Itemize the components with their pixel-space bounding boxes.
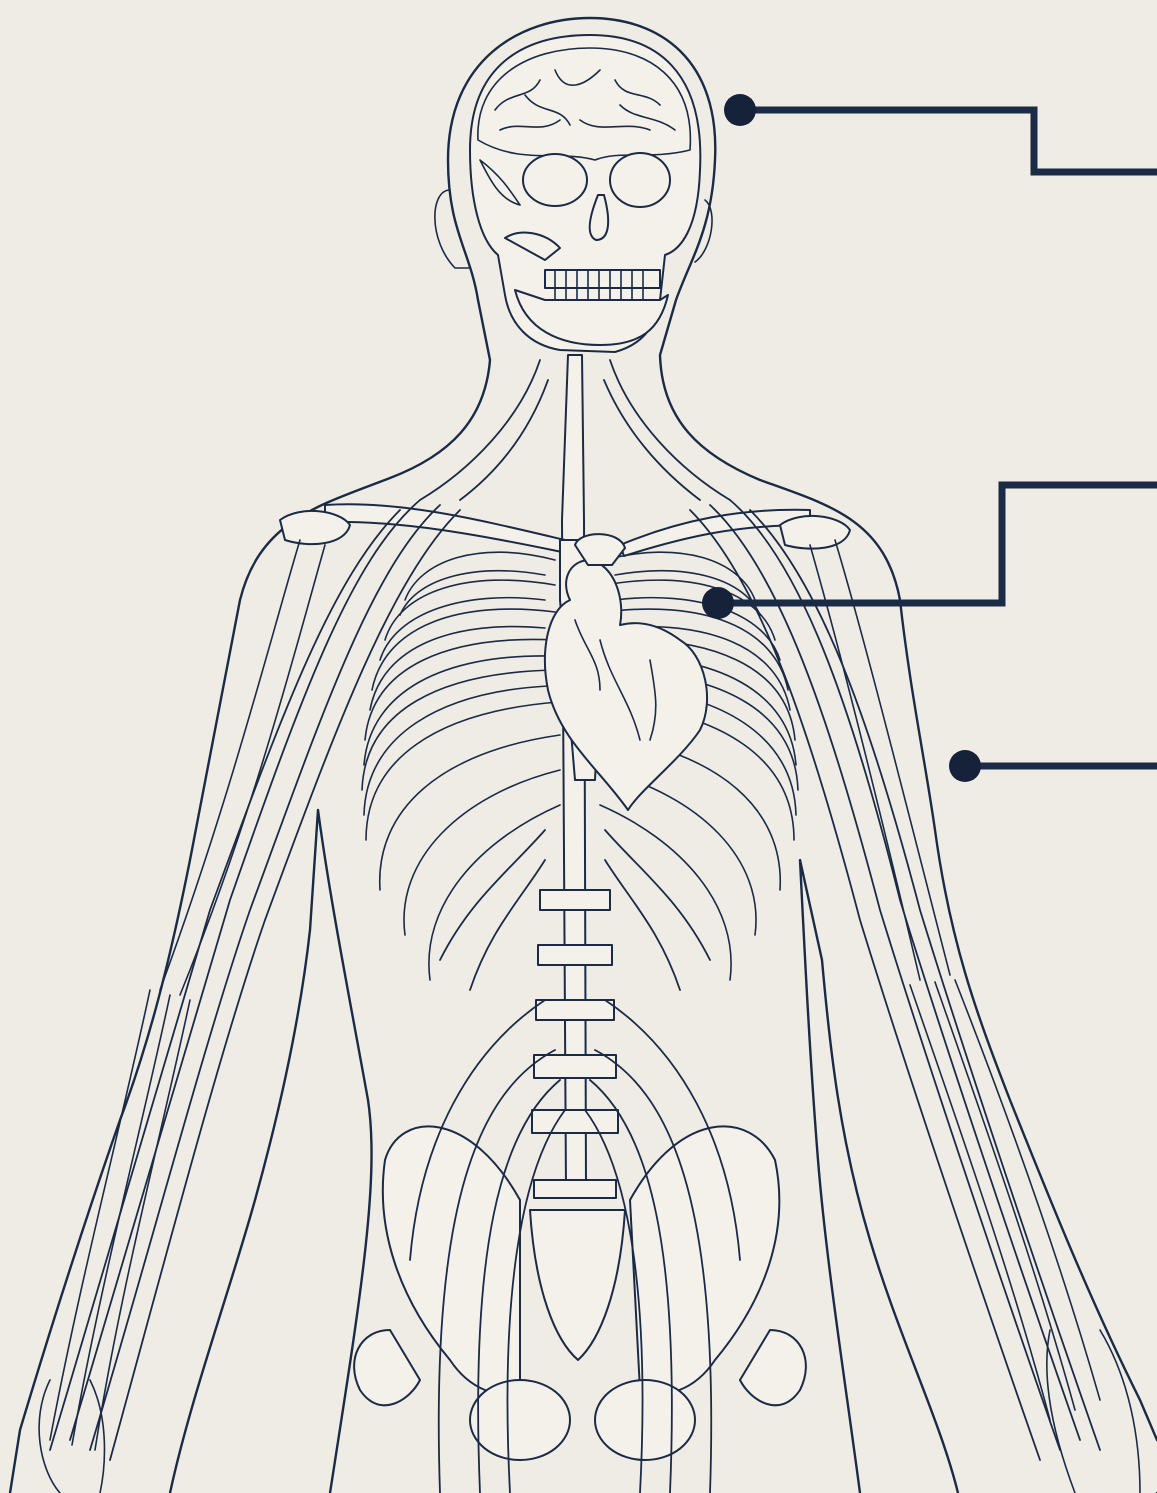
- right-eye-socket: [610, 153, 670, 207]
- left-shoulder-joint: [280, 511, 350, 544]
- brain-leader-line: [740, 110, 1157, 172]
- left-arm-nerves: [50, 500, 460, 1460]
- right-obturator: [595, 1380, 695, 1460]
- left-clavicle: [325, 504, 565, 552]
- brain-callout-dot: [724, 94, 756, 126]
- right-hand: [1047, 1330, 1140, 1493]
- left-humerus: [160, 540, 325, 995]
- left-femur-head: [354, 1330, 420, 1405]
- right-forearm: [910, 980, 1100, 1420]
- left-obturator: [470, 1380, 570, 1460]
- skull: [470, 35, 700, 352]
- right-femur-head: [740, 1330, 806, 1405]
- left-ear: [435, 190, 470, 268]
- callouts: [702, 94, 1157, 782]
- nerves-callout-dot: [949, 750, 981, 782]
- sacrum: [530, 1210, 625, 1360]
- left-eye-socket: [523, 154, 587, 206]
- left-ribs: [362, 552, 560, 980]
- heart-callout-dot: [702, 587, 734, 619]
- right-shoulder-joint: [780, 516, 850, 549]
